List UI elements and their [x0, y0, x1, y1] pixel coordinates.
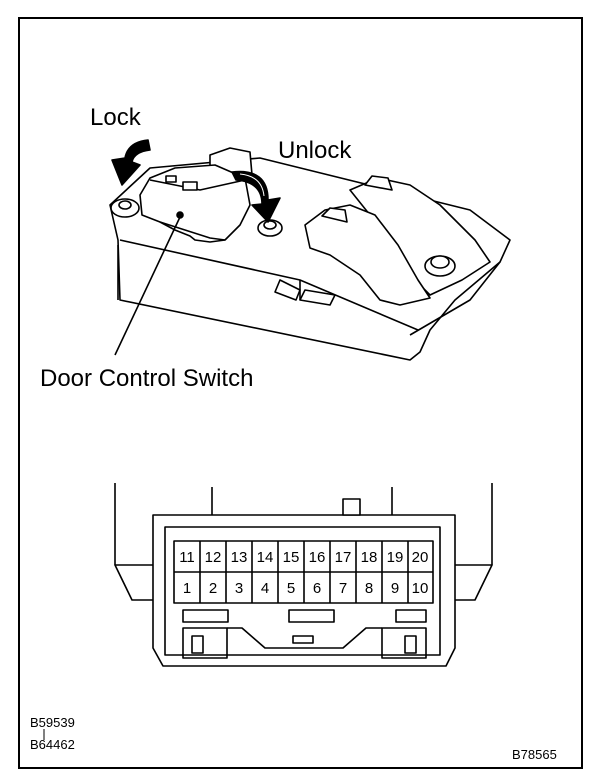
- pin-label: 19: [387, 549, 404, 566]
- reference-code-2: B64462: [30, 737, 75, 752]
- unlock-label: Unlock: [278, 137, 352, 164]
- reference-code-3: B78565: [512, 747, 557, 762]
- pin-label: 15: [283, 549, 300, 566]
- pin-label: 8: [365, 580, 373, 597]
- connector-key-slot-right: [395, 609, 427, 623]
- pin-label: 16: [309, 549, 326, 566]
- pin-label: 4: [261, 580, 269, 597]
- connector-diagram: [114, 483, 493, 667]
- lock-arrow: [111, 139, 151, 186]
- connector-right-tab: [455, 564, 493, 601]
- pin-label: 3: [235, 580, 243, 597]
- connector-inner-face: [164, 526, 441, 656]
- connector-top-latch: [342, 498, 361, 516]
- window-switch-left: [304, 204, 431, 306]
- unlock-arrow: [231, 170, 281, 223]
- reference-code-1: B59539: [30, 715, 75, 730]
- pin-label: 9: [391, 580, 399, 597]
- connector-key-slot-center: [288, 609, 335, 623]
- connector-outer-shell: [152, 514, 456, 667]
- connector-pin-labels: 11 12 13 14 15 16 17 18 19 20 1 2 3 4 5 …: [179, 549, 428, 597]
- pin-label: 13: [231, 549, 248, 566]
- pin-label: 10: [412, 580, 429, 597]
- pin-label: 5: [287, 580, 295, 597]
- pin-label: 6: [313, 580, 321, 597]
- connector-left-tab: [114, 564, 153, 601]
- switch-assembly-illustration: [109, 139, 511, 361]
- door-control-switch-label: Door Control Switch: [40, 365, 253, 392]
- pin-label: 14: [257, 549, 274, 566]
- pin-label: 1: [183, 580, 191, 597]
- pin-label: 12: [205, 549, 222, 566]
- connector-key-slot-left: [182, 609, 229, 623]
- pin-label: 7: [339, 580, 347, 597]
- pin-label: 11: [179, 549, 195, 566]
- lock-label: Lock: [90, 104, 142, 131]
- diagram-border: [18, 17, 583, 769]
- pin-label: 2: [209, 580, 217, 597]
- door-control-switch-leader: [114, 216, 181, 356]
- pin-label: 18: [361, 549, 378, 566]
- pin-label: 17: [335, 549, 352, 566]
- pin-label: 20: [412, 549, 429, 566]
